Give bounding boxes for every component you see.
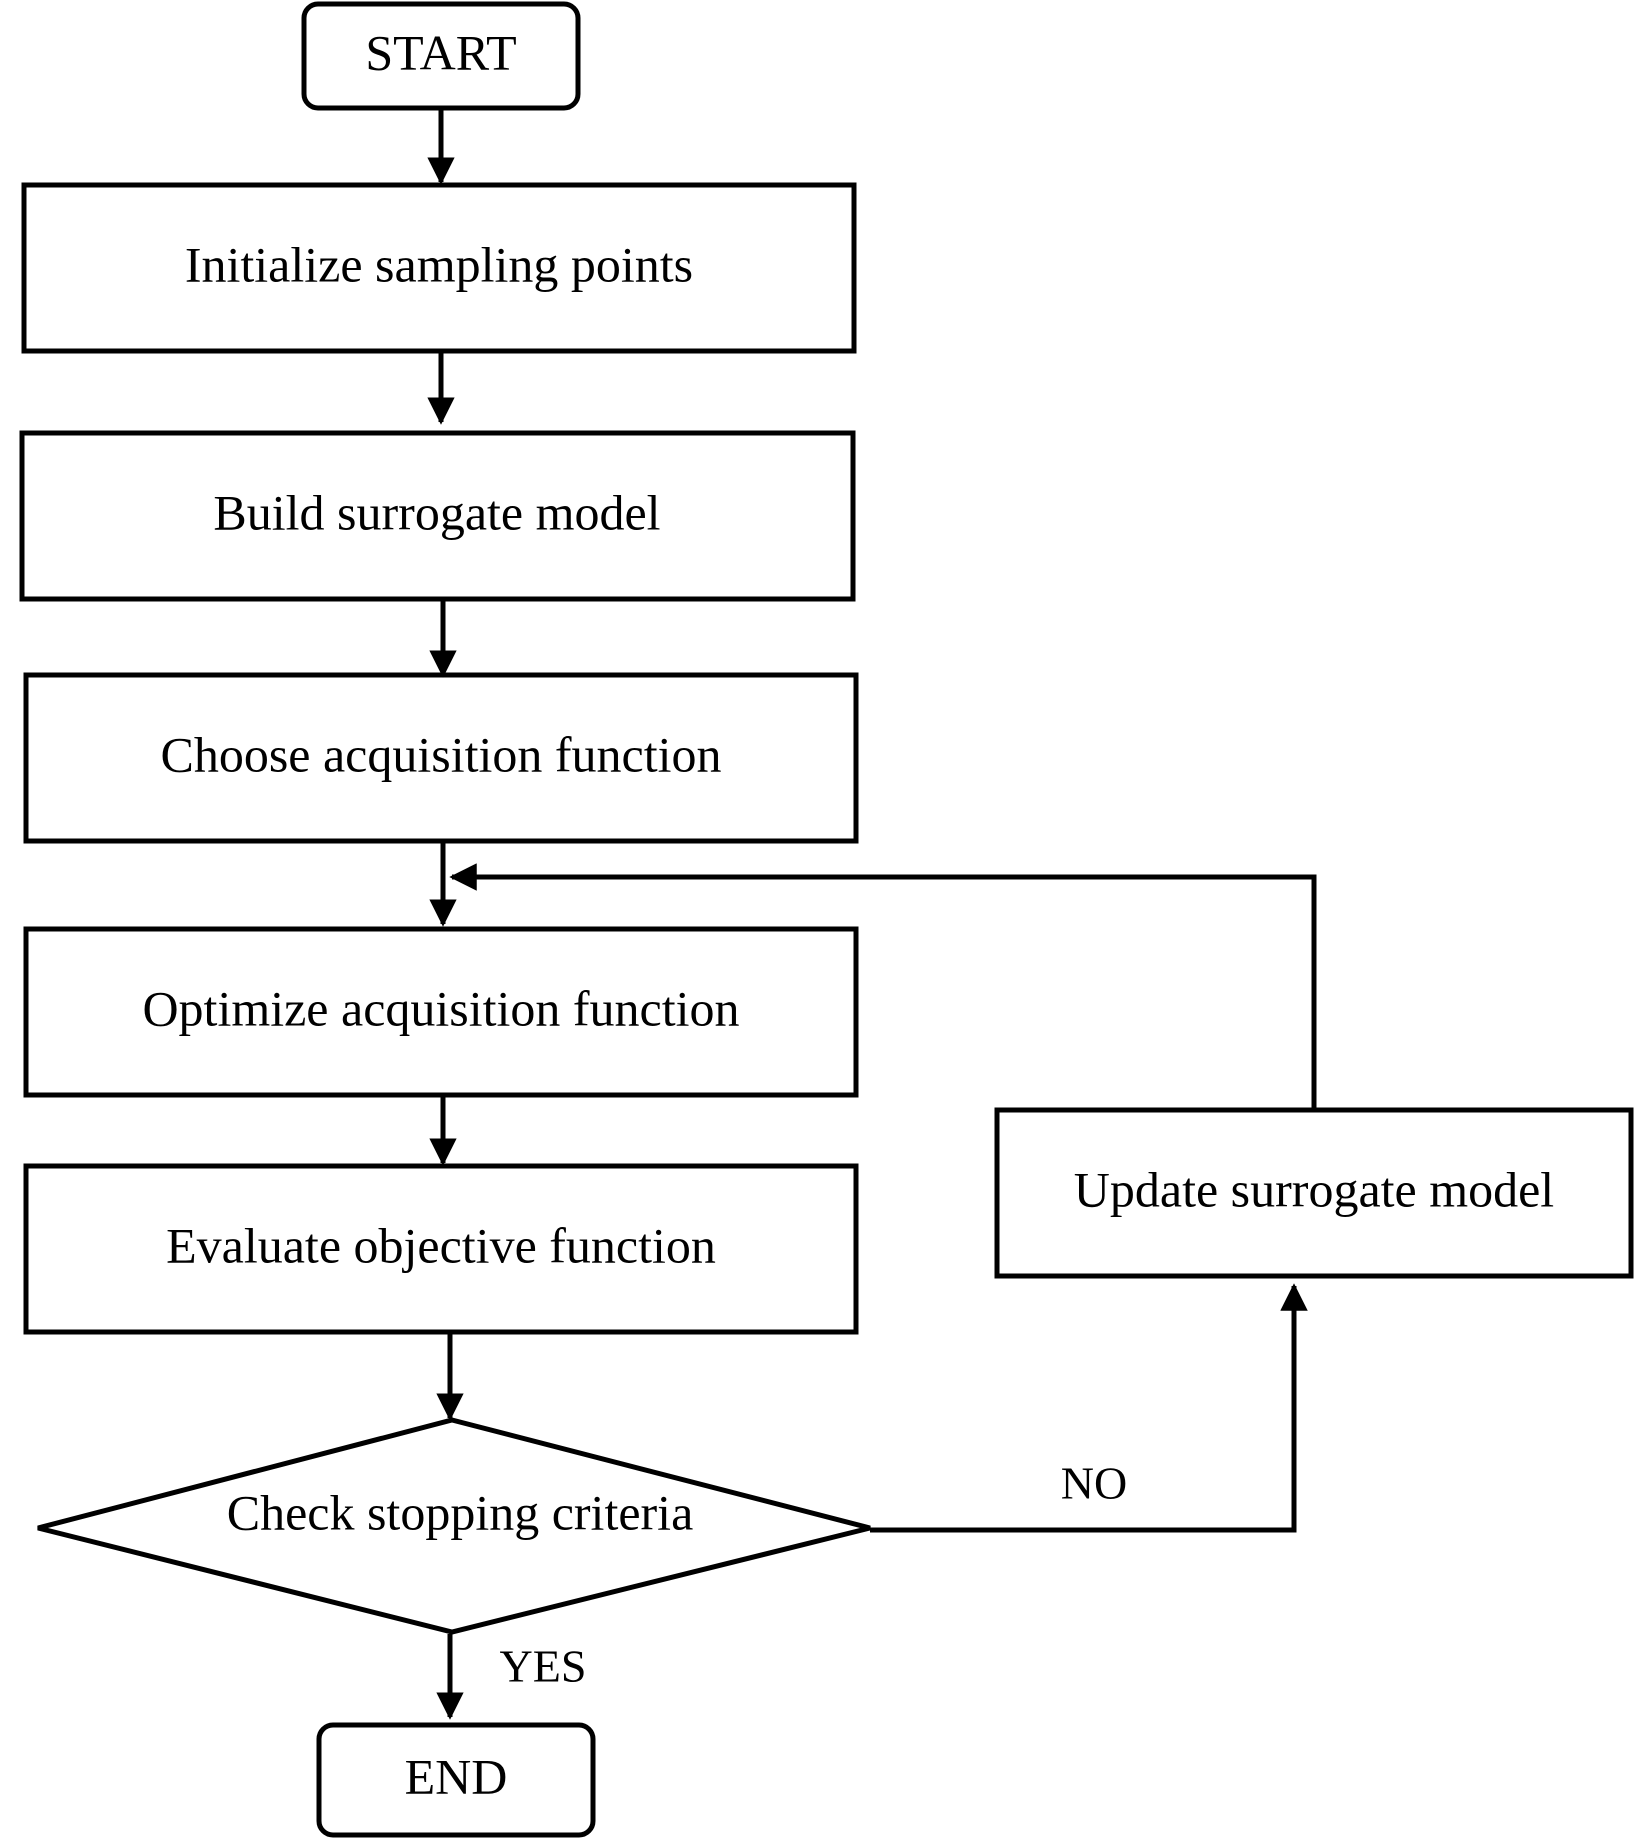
start-terminal: START [301, 1, 581, 111]
no-edge-label: NO [1061, 1458, 1127, 1509]
update-surrogate-box: Update surrogate model [994, 1107, 1634, 1279]
start-label: START [365, 24, 516, 80]
end-label: END [405, 1748, 508, 1804]
check-stopping-label: Check stopping criteria [227, 1484, 694, 1540]
arrow-update-loop-to-optimize [449, 863, 1317, 1108]
optimize-acquisition-box: Optimize acquisition function [23, 926, 859, 1098]
build-surrogate-label: Build surrogate model [213, 484, 660, 540]
init-sampling-box: Initialize sampling points [21, 182, 857, 354]
evaluate-objective-label: Evaluate objective function [166, 1217, 716, 1273]
yes-edge-label: YES [500, 1641, 587, 1692]
update-surrogate-label: Update surrogate model [1074, 1161, 1554, 1217]
arrow-check-to-update-no [870, 1283, 1308, 1533]
build-surrogate-box: Build surrogate model [19, 430, 856, 602]
choose-acquisition-box: Choose acquisition function [23, 672, 859, 844]
init-sampling-label: Initialize sampling points [185, 236, 693, 292]
choose-acquisition-label: Choose acquisition function [160, 726, 721, 782]
check-stopping-decision: Check stopping criteria [37, 1417, 871, 1635]
evaluate-objective-box: Evaluate objective function [23, 1163, 859, 1335]
optimize-acquisition-label: Optimize acquisition function [142, 980, 739, 1036]
end-terminal: END [316, 1722, 596, 1838]
